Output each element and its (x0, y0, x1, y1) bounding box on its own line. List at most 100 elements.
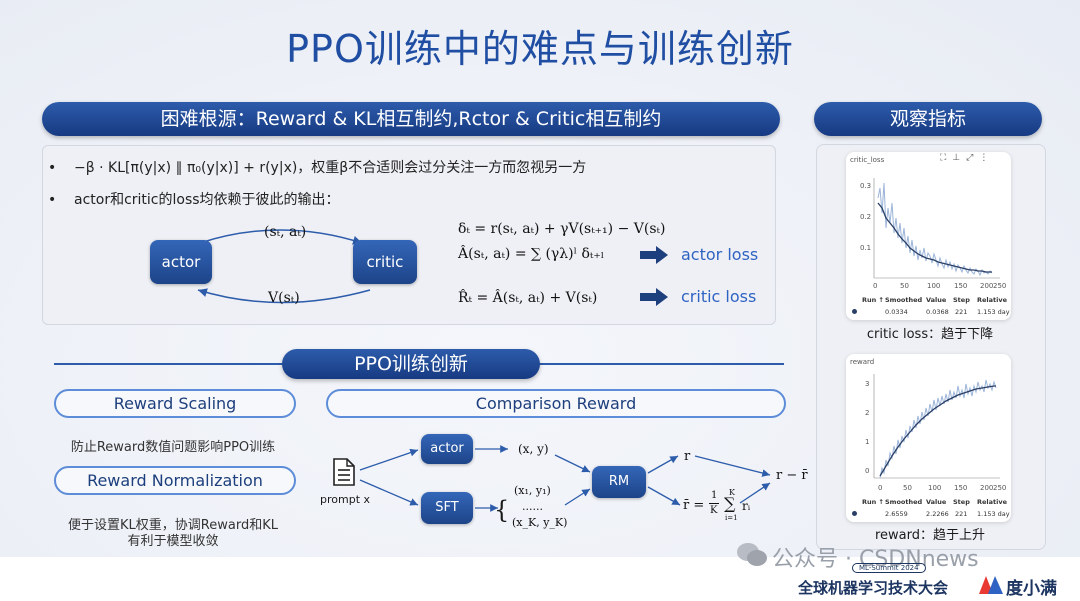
reward-rbar-lhs: r̄ = (683, 498, 705, 513)
chart2-ytick-2: 1 (865, 438, 870, 446)
chart2-xtick-2: 100 (928, 484, 942, 492)
chart1-smoothed-value: 0.0334 (885, 308, 908, 316)
chart2-smoothed-value: 2.6559 (885, 510, 908, 518)
chart1-col-value: Value (926, 296, 947, 304)
chart1-value: 0.0368 (926, 308, 949, 316)
chart1-col-relative: Relative (977, 296, 1008, 304)
brace-symbol: { (494, 496, 510, 524)
reward-scaling-pill: Reward Scaling (54, 389, 296, 418)
brand-name: 度小满 (1006, 579, 1057, 599)
reward-scaling-note: 防止Reward数值问题影响PPO训练 (70, 440, 276, 455)
rbar-sum-top: K (729, 488, 735, 497)
chart2-xtick-3: 150 (954, 484, 968, 492)
chart1-xtick-1: 50 (900, 282, 909, 290)
chart2-xtick-4: 200 (980, 484, 994, 492)
chart2-col-value: Value (926, 498, 947, 506)
advantage-equation: Â(sₜ, aₜ) = ∑ (γλ)ˡ δₜ₊ₗ (458, 246, 605, 262)
chart1-xtick-3: 150 (954, 282, 968, 290)
difficulty-header: 困难根源：Reward & KL相互制约,Rctor & Critic相互制约 (42, 102, 780, 136)
chart2-xtick-0: 0 (878, 484, 883, 492)
rbar-sum-symbol: ∑ (724, 494, 736, 513)
actor-node: actor (150, 240, 212, 284)
rbar-sum-term: rᵢ (742, 499, 751, 513)
bullet-kl-text: −β · KL[π(y|x) ∥ π₀(y|x)] + r(y|x)，权重β不合… (74, 160, 587, 176)
sft-output-dots: ...... (522, 500, 543, 513)
rbar-frac-line (709, 503, 719, 504)
watermark: 公众号 · CSDNnews (772, 547, 979, 572)
critic-loss-chart-title: critic_loss (850, 156, 885, 164)
critic-loss-arrow-icon (640, 288, 668, 306)
chart2-col-relative: Relative (977, 498, 1008, 506)
summit-badge: ML-Summit 2024 (852, 563, 926, 573)
chart2-xtick-5: 250 (993, 484, 1007, 492)
rm-node: RM (592, 466, 646, 498)
rbar-frac-den: K (710, 505, 718, 516)
return-equation: R̂ₜ = Â(sₜ, aₜ) + V(sₜ) (458, 290, 598, 306)
metrics-header: 观察指标 (814, 102, 1042, 136)
chart1-toolbar-icons[interactable]: ⛶⊥⤢⋮ (940, 153, 995, 163)
critic-loss-card (846, 152, 1011, 320)
bullet-kl: •−β · KL[π(y|x) ∥ π₀(y|x)] + r(y|x)，权重β不… (48, 160, 587, 176)
page-title: PPO训练中的难点与训练创新 (286, 27, 794, 71)
critic-node: critic (353, 240, 417, 284)
rbar-sum-bottom: i=1 (725, 514, 738, 522)
actor-loss-arrow-icon (640, 246, 668, 264)
bullet-actor-critic-text: actor和critic的loss均依赖于彼此的输出： (74, 192, 340, 208)
sft-output-last: (x_K, y_K) (512, 516, 568, 529)
chart2-col-run: Run ↑ (862, 498, 884, 506)
comparison-flow-arrows (359, 445, 771, 512)
footer-bar (0, 557, 1080, 601)
chart2-run-dot (852, 511, 857, 516)
chart1-xtick-4: 200 (980, 282, 994, 290)
chart1-xtick-2: 100 (927, 282, 941, 290)
sft-output-first: (x₁, y₁) (514, 484, 551, 497)
critic-loss-caption: critic loss：趋于下降 (866, 327, 994, 342)
actor-loss-label: actor loss (681, 245, 759, 264)
chart1-xtick-5: 250 (993, 282, 1007, 290)
chart2-ytick-0: 3 (865, 380, 870, 388)
state-action-label: (sₜ, aₜ) (264, 224, 307, 240)
actor-critic-cycle-arrows (197, 229, 371, 304)
chart1-col-smoothed: Smoothed (885, 296, 923, 304)
reward-difference: r − r̄ (776, 468, 808, 483)
chart1-ytick-2: 0.1 (860, 244, 872, 252)
wechat-icon (737, 543, 767, 566)
duxiaoman-logo-icon (979, 576, 1003, 594)
actor-model-node: actor (421, 434, 473, 464)
chart2-value: 2.2266 (926, 510, 949, 518)
chart1-col-run: Run ↑ (862, 296, 884, 304)
chart1-relative: 1.153 day (977, 308, 1010, 316)
comparison-reward-pill: Comparison Reward (326, 389, 786, 418)
chart1-run-dot (852, 309, 857, 314)
chart2-ytick-1: 2 (865, 409, 870, 417)
chart2-ytick-3: 0 (865, 467, 870, 475)
reward-r: r (684, 449, 691, 464)
chart1-ytick-1: 0.2 (860, 213, 872, 221)
td-error-equation: δₜ = r(sₜ, aₜ) + γV(sₜ₊₁) − V(sₜ) (458, 221, 666, 237)
critic-loss-chart (873, 178, 1000, 279)
chart2-col-step: Step (953, 498, 970, 506)
document-icon (333, 458, 355, 486)
chart1-ytick-0: 0.3 (860, 182, 872, 190)
reward-normalization-note-2: 有利于模型收敛 (127, 534, 219, 549)
value-label: V(sₜ) (268, 290, 300, 306)
chart2-relative: 1.153 day (977, 510, 1010, 518)
chart1-col-step: Step (953, 296, 970, 304)
reward-chart-title: reward (850, 358, 875, 366)
reward-normalization-note-1: 便于设置KL权重，协调Reward和KL (68, 518, 278, 533)
actor-output: (x, y) (518, 442, 549, 456)
chart2-step: 221 (955, 510, 968, 518)
sft-model-node: SFT (421, 492, 473, 524)
rbar-frac-num: 1 (711, 490, 718, 501)
critic-loss-label: critic loss (681, 287, 757, 306)
reward-normalization-pill: Reward Normalization (54, 466, 296, 495)
reward-caption: reward：趋于上升 (874, 528, 986, 543)
summit-name: 全球机器学习技术大会 (798, 579, 949, 597)
bullet-actor-critic: •actor和critic的loss均依赖于彼此的输出： (48, 192, 340, 208)
chart1-step: 221 (955, 308, 968, 316)
chart2-xtick-1: 50 (903, 484, 912, 492)
chart1-xtick-0: 0 (873, 282, 878, 290)
reward-chart (873, 374, 1000, 479)
prompt-label: prompt x (320, 493, 371, 506)
